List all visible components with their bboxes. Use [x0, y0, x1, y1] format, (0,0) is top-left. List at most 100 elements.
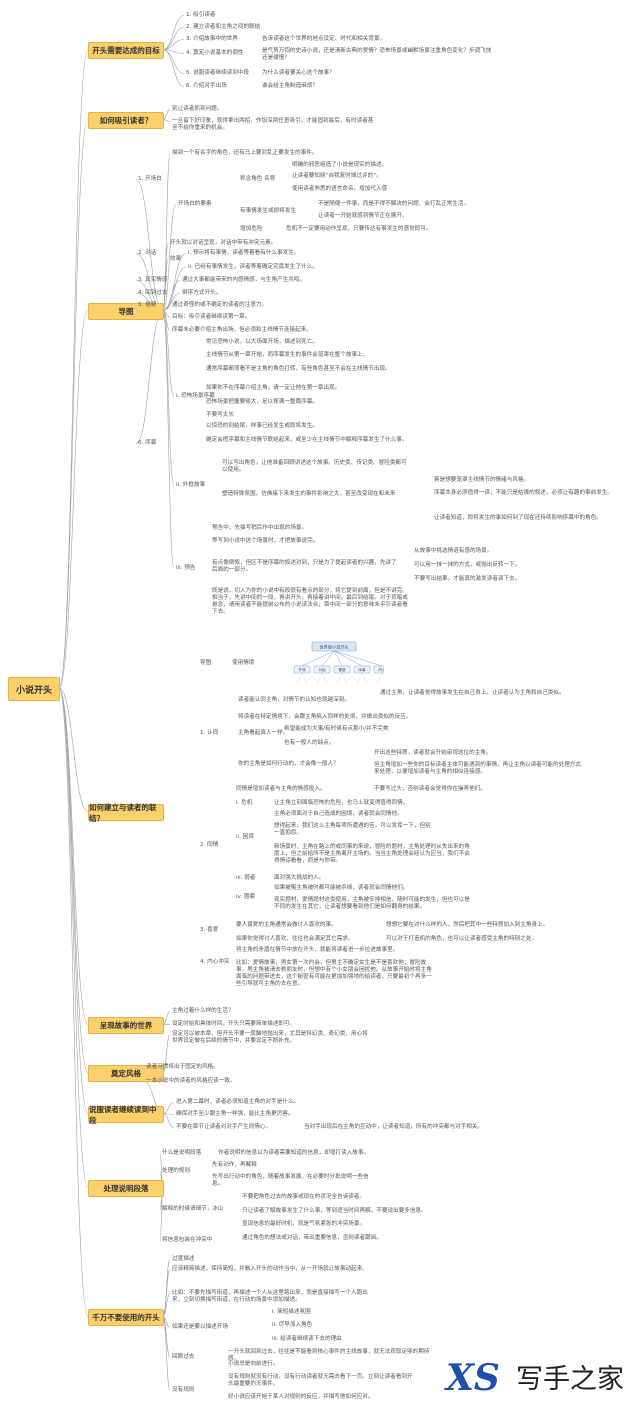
node-18: 使用读者熟悉的语言命名，增加代入感 [292, 186, 388, 192]
node-104: 当对手出现后在主角的互动中，让读者知道，所有的冲突都与对手相关。 [304, 1124, 484, 1130]
node-108: 先有动作，再解释 [212, 1162, 257, 1168]
node-109: 先写出行动中的角色，随着故事发展，在必要时分批说明一些信息。 [212, 1174, 369, 1187]
node-111: 不要把角色过去的故事或现在的状况全告诉读者。 [242, 1194, 366, 1200]
node-10: 谁会给主角制造麻烦？ [262, 83, 318, 89]
node-127: 没有规则就没有行动，没有行动读者就无需去看下一页。立刻让读者看到开头最重要的无事… [228, 1374, 413, 1387]
node-123: 回顾过去 [172, 1354, 195, 1360]
node-37: 序幕未必要介绍主角出场，但必须和主线情节连接起来。 [172, 327, 312, 333]
node-17: 让读者要知晓“自我复时掉过评的”。 [292, 173, 382, 179]
mini-map-child: 序幕 [358, 667, 366, 672]
node-43: 如果你不在序幕介绍主角，请一定让他在第一章出现。 [206, 385, 341, 391]
node-32: 4. 回到过去 [138, 290, 168, 296]
mini-map-leaf-link [301, 672, 308, 685]
node-87: 现实题材，爱情题材这类使用，主角被安排相信，随时可能的发生，但也可以是不同的发生… [274, 897, 470, 910]
node-116: 过度描述 [172, 1256, 195, 1262]
node-68: 主角看起真人一样。 [238, 730, 289, 736]
node-92: 可以对于打造机的角色，也可以让读者感受主角的特别之处。 [386, 936, 538, 942]
node-102: 确保对手至少跟主角一样强，能比主角更厉害。 [176, 1111, 294, 1117]
node-20: 有事情发生或即将发生 [240, 208, 296, 214]
node-27: 效果 [170, 256, 182, 262]
node-59: 可以用一抹一抹的方式，或抛出反转一下。 [414, 562, 521, 568]
node-110: 解释的时候请细节，冰山 [162, 1206, 224, 1212]
node-95: 比如：爱情故事，男女第一次约会，但男主不确定女生是不是喜欢他；冒险故事，男主角被… [236, 960, 432, 987]
mini-map-center: 世界观小说开头 [319, 643, 348, 650]
node-33: 倒序方式开头。 [182, 290, 222, 296]
connector [162, 1102, 175, 1114]
node-97: 设定时始和具体时间，开头只需要简单描述即可。 [172, 1021, 296, 1027]
node-100: 一本小说中的读者的风格应该一致。 [146, 1078, 236, 1084]
mini-map-leaf-link [321, 672, 328, 685]
connector [162, 119, 171, 122]
node-14: 1. 开场白 [138, 176, 162, 182]
connector [162, 204, 177, 311]
mini-map-child: 悬疑 [338, 667, 346, 672]
topic-7: 说服读者继续读到中段 [88, 1105, 164, 1125]
topic-1: 开头需要达成的目标 [88, 42, 164, 59]
node-76: i. 危机 [236, 800, 253, 806]
node-24: 危机不一定要用动作呈现，只要传达有事发生的感觉即可。 [286, 226, 432, 232]
node-83: iii. 弱者 [236, 875, 256, 881]
node-44: 恐怖场景把握要够大，足以撑满一整篇序幕。 [206, 399, 318, 405]
node-11: 别让读者抓到问题。 [172, 106, 223, 112]
node-58: 从故事中挑选情谊有感的场景。 [414, 548, 493, 554]
connector [58, 310, 89, 689]
mini-map-children: 开场对话悬疑序幕内心 [293, 650, 384, 685]
node-6: 是气势万钧的史诗小说，还是清新古典的爱情？恐怖场景或幽默场景注重角色变化？步调飞… [262, 48, 492, 61]
node-85: iv. 圈套 [236, 894, 256, 900]
topic-8: 处理说明段落 [88, 1180, 164, 1197]
node-65: 读者能认同主角，对情节的认知也就越深刻。 [238, 697, 350, 703]
node-107: 处理的规则 [162, 1168, 190, 1174]
root-node: 小说开头 [8, 677, 60, 701]
node-1: 1. 吸引读者 [186, 12, 216, 18]
node-22: 让读者一开始就感到情节正在展开。 [318, 213, 408, 219]
node-115: 通过角色的想法或对话，带出重要信息，否则读者跟阅。 [242, 1235, 382, 1241]
connector [162, 310, 175, 569]
node-126: 没有规则 [172, 1387, 195, 1393]
node-45: 不要写太长 [206, 412, 234, 418]
topic-4: 如何建立与读者的联结？ [88, 803, 164, 823]
node-72: 开出这些特质，读者就会开始审视这位的主角。 [374, 750, 492, 756]
node-52: 序幕本身必须值得一读，不能只是枯燥的叙述，必须让有趣的事前发生。 [434, 490, 614, 496]
mini-map-link [321, 650, 335, 667]
node-81: 新场景时，主角在路上的或同事的来说，冒险的题材，主角处理时从失出来的角度上，但之… [274, 844, 470, 864]
node-86: 如果被冤主角被时都可能被杀掉，读者就会同情他们。 [274, 885, 409, 891]
watermark-logo: XS 写手之家 [444, 1357, 624, 1399]
mini-map-child: 开场 [298, 667, 306, 672]
node-60: 不要写出结果，才能真的激发读者读下去。 [414, 576, 521, 582]
node-112: 只让读者了解故事发生了什么事，等到适当时间再解，不要说出要多信息。 [242, 1208, 427, 1214]
node-23: 增加危险 [240, 226, 263, 232]
node-73: 但主角增加一些你的目标读者主体可能遇到的事情，再让主角以读者可能的处理方式来处理… [374, 762, 581, 775]
mini-map-leaf-link [356, 672, 363, 685]
connector [162, 1259, 171, 1317]
node-55: 预告中，先描写稍后作中出现的场景。 [212, 525, 308, 531]
topic-9: 千万不要使用的开头 [88, 1309, 164, 1326]
mini-map-leaf-link [336, 672, 343, 685]
node-4: 告诉读者这个世界的地点设定、时代和相关背景。 [262, 36, 386, 42]
mini-map-leaf-link [341, 672, 348, 685]
connector [162, 1269, 171, 1317]
node-9: 6. 介绍对手出场 [186, 83, 227, 89]
connector [162, 310, 175, 397]
node-40: 常见恐怖小说，以大场面开场，描述到死亡。 [206, 339, 318, 345]
node-41: 主线情节从第一章开始，而序幕发生的事件会笼罩在整个故事上。 [206, 352, 369, 358]
node-15: 称念角色 名称 [240, 176, 276, 182]
mini-map-link [301, 650, 335, 667]
topic-3: 导图 [88, 303, 164, 320]
node-101: 进入第二幕时，读者必须知道主角的对手是什么。 [176, 1099, 300, 1105]
node-21: 不是随便一件事，而是不得不解决的问题、会打乱正常生活。 [318, 201, 470, 207]
connector [58, 687, 89, 812]
node-106: 作者说明的信息以为读者需要知道的信息，却增打读入故事。 [218, 1150, 370, 1156]
node-78: ii. 困境 [236, 834, 254, 840]
node-84: 面对强大挑战的人。 [274, 875, 325, 881]
node-61: 既是说，切入为你的小说中有段很有看点的部分，将它提到前面，但是不讲完。相当于，先… [212, 588, 408, 615]
node-77: 让主角立刻面临恐怖的危险，也马上就变得值得同情。 [274, 800, 409, 806]
node-42: 通常序幕都须看不是主角的角色打转，有些角色甚至不会在主线情节出现。 [206, 366, 391, 372]
watermark-text: 写手之家 [516, 1364, 624, 1395]
topic-5: 呈现故事的世界 [88, 1017, 164, 1034]
connector [162, 49, 185, 87]
node-29: ii. 已经有事情发生，读者等着确定究竟发生了什么。 [188, 264, 318, 270]
connector [58, 687, 89, 1317]
mini-map-child: 内心 [378, 667, 384, 672]
connector [162, 39, 185, 50]
